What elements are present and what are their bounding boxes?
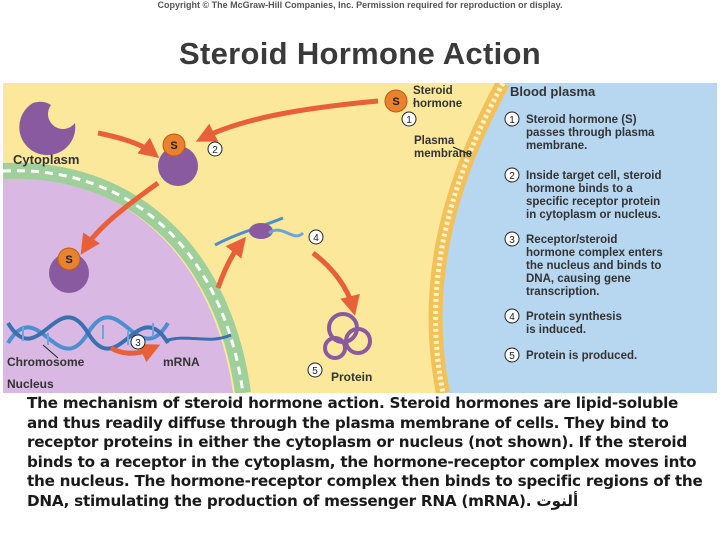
label-nucleus: Nucleus bbox=[7, 377, 54, 391]
arrow-to-protein bbox=[311, 251, 360, 316]
step-text-line: in cytoplasm or nucleus. bbox=[526, 209, 661, 221]
label-mrna: mRNA bbox=[163, 355, 200, 369]
copyright-notice: Copyright © The McGraw-Hill Companies, I… bbox=[157, 0, 563, 10]
label-protein: Protein bbox=[331, 370, 372, 384]
step-marker-5: 5 bbox=[307, 362, 323, 378]
label-cytoplasm: Cytoplasm bbox=[13, 152, 79, 167]
steroid-hormone-cytoplasm: S bbox=[162, 133, 186, 157]
step-text-line: membrane. bbox=[526, 140, 587, 152]
step-text-line: the nucleus and binds to bbox=[526, 260, 661, 272]
step-marker-3: 3 bbox=[130, 334, 146, 350]
step-marker-2: 2 bbox=[207, 141, 223, 157]
step-number-circle bbox=[504, 308, 520, 324]
arrow-to-receptor bbox=[97, 130, 160, 158]
step-text-line: is induced. bbox=[526, 324, 586, 336]
step-number: 3 bbox=[509, 235, 515, 246]
arrow-hormone-enters bbox=[195, 98, 379, 142]
caption-trailing-text: ألنوت bbox=[536, 491, 579, 510]
mrna-strand bbox=[164, 333, 232, 343]
label-plasma-membrane-1: Plasma bbox=[414, 135, 455, 147]
steroid-hormone-diagram: S S S 1 2 bbox=[3, 83, 717, 393]
step-number: 1 bbox=[509, 115, 515, 126]
receptor-protein bbox=[19, 101, 76, 156]
step-list: 1 Steroid hormone (S)passes through plasm… bbox=[504, 111, 663, 363]
page-title: Steroid Hormone Action bbox=[179, 36, 541, 71]
step-number-circle bbox=[504, 231, 520, 247]
svg-text:S: S bbox=[65, 254, 72, 266]
step-text-line: Inside target cell, steroid bbox=[526, 170, 661, 182]
ribosome-translation bbox=[214, 216, 305, 247]
step-text-line: Protein is produced. bbox=[526, 350, 637, 362]
step-number-circle bbox=[504, 111, 520, 127]
step-text-line: transcription. bbox=[526, 286, 599, 298]
svg-text:5: 5 bbox=[312, 366, 318, 377]
step-marker-1: 1 bbox=[401, 111, 417, 127]
steroid-hormone-blood: S bbox=[384, 89, 408, 113]
label-chromosome: Chromosome bbox=[7, 355, 85, 369]
protein-coil bbox=[323, 312, 372, 360]
caption-text: The mechanism of steroid hormone action.… bbox=[27, 394, 703, 510]
step-text-line: DNA, causing gene bbox=[526, 273, 631, 285]
step-text-line: Steroid hormone (S) bbox=[526, 114, 637, 126]
step-item-5: 5 Protein is produced. bbox=[504, 347, 637, 363]
svg-text:2: 2 bbox=[212, 145, 218, 156]
svg-text:3: 3 bbox=[135, 338, 141, 349]
label-blood-plasma: Blood plasma bbox=[510, 84, 596, 99]
arrow-to-nucleus bbox=[80, 180, 160, 255]
step-number: 4 bbox=[509, 312, 515, 323]
receptor-complex-cytoplasm bbox=[158, 146, 198, 186]
step-text-line: hormone complex enters bbox=[526, 247, 663, 259]
step-number: 5 bbox=[509, 351, 515, 362]
step-number: 2 bbox=[509, 171, 515, 182]
arrow-to-mrna bbox=[109, 344, 161, 363]
svg-text:1: 1 bbox=[406, 115, 412, 126]
step-text-line: specific receptor protein bbox=[526, 196, 660, 208]
figure-caption: The mechanism of steroid hormone action.… bbox=[27, 394, 713, 512]
steroid-hormone-nucleus: S bbox=[57, 247, 81, 271]
svg-text:4: 4 bbox=[313, 233, 319, 244]
step-item-1: 1 Steroid hormone (S)passes through plasm… bbox=[504, 111, 655, 152]
label-plasma-membrane-2: membrane bbox=[414, 148, 472, 160]
step-number-circle bbox=[504, 347, 520, 363]
step-text-line: passes through plasma bbox=[526, 127, 655, 139]
svg-text:S: S bbox=[392, 96, 399, 108]
arrow-mrna-to-cytoplasm bbox=[215, 236, 246, 289]
label-steroid-hormone-2: hormone bbox=[413, 98, 462, 110]
label-steroid-hormone-1: Steroid bbox=[413, 85, 453, 97]
step-number-circle bbox=[504, 167, 520, 183]
step-marker-4: 4 bbox=[308, 229, 324, 245]
svg-text:S: S bbox=[170, 140, 177, 152]
step-text-line: Receptor/steroid bbox=[526, 234, 617, 246]
step-text-line: Protein synthesis bbox=[526, 311, 622, 323]
step-text-line: hormone binds to a bbox=[526, 183, 633, 195]
